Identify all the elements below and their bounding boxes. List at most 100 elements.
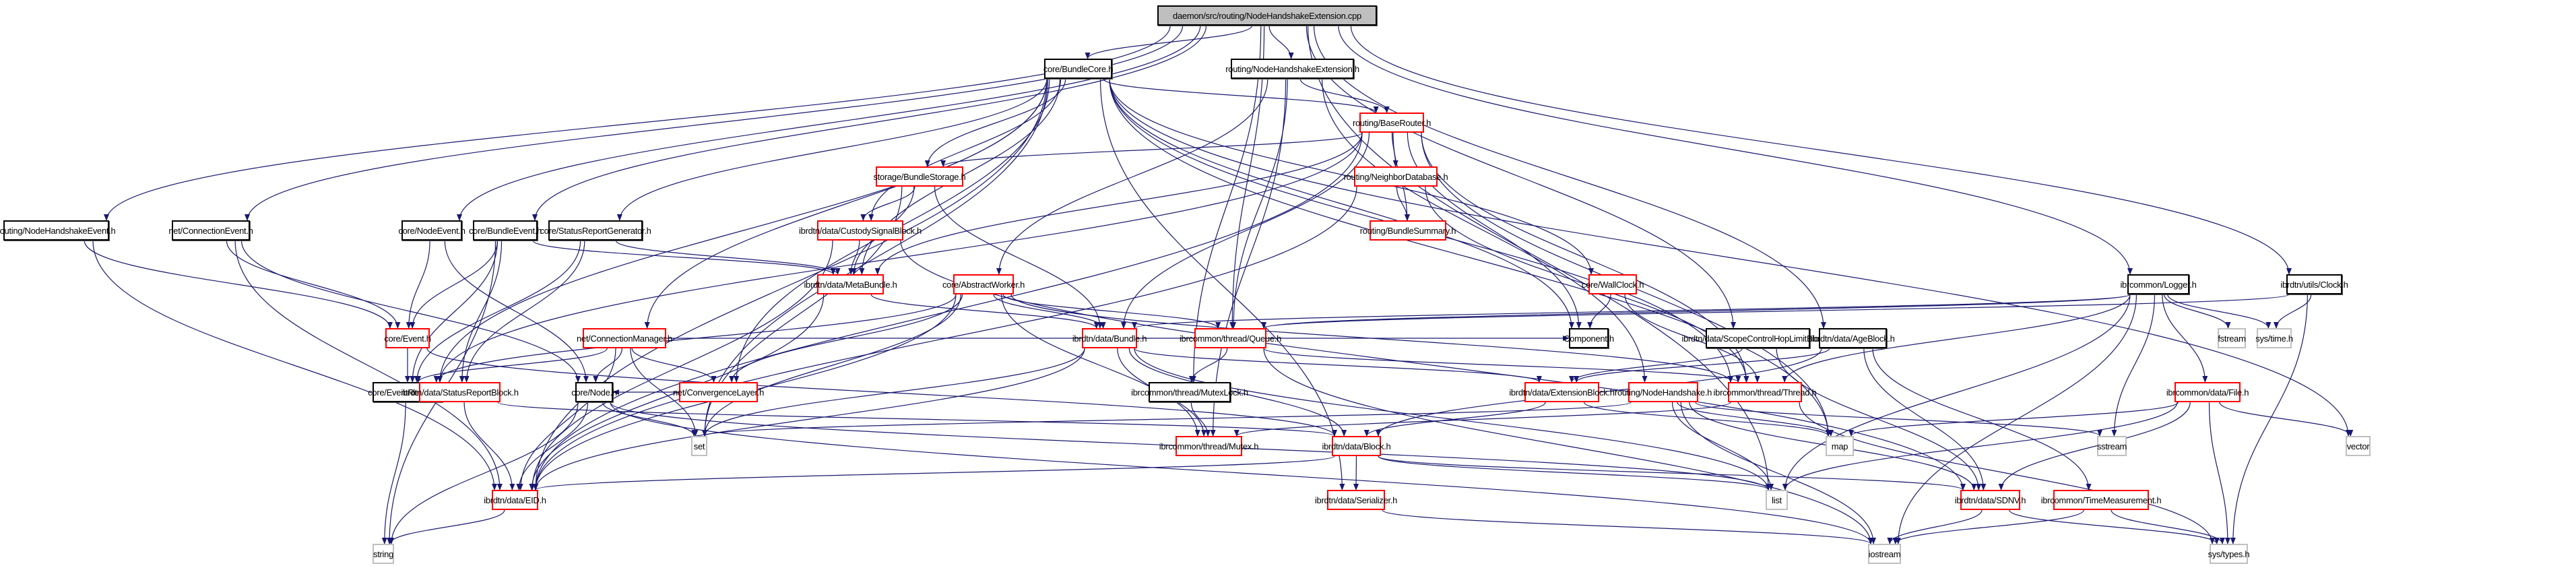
node-metabundle[interactable]: ibrdtn/data/MetaBundle.h	[804, 274, 897, 294]
node-bundlesummary[interactable]: routing/BundleSummary.h	[1360, 220, 1456, 241]
node-eid[interactable]: ibrdtn/data/EID.h	[484, 490, 546, 510]
edge-nhext-to-baserouter	[1299, 78, 1390, 113]
node-label: routing/NodeHandshakeExtension.h	[1225, 63, 1359, 74]
node-serializer[interactable]: ibrdtn/data/Serializer.h	[1315, 490, 1397, 510]
node-sdnv[interactable]: ibrdtn/data/SDNV.h	[1955, 490, 2026, 510]
edge-abstractworker-to-set	[702, 294, 961, 437]
node-map: map	[1826, 436, 1854, 456]
edge-nodeevent-to-node	[444, 240, 589, 383]
node-ageblock[interactable]: ibrdtn/data/AgeBlock.h	[1811, 328, 1895, 348]
edge-mutexlock-to-mutex	[1190, 402, 1211, 437]
node-label: ibrcommon/data/File.h	[2166, 387, 2249, 398]
edge-bundlecore-to-bundlestorage	[924, 78, 1066, 167]
edge-connmgr-to-eid	[517, 348, 616, 491]
edge-bundle-to-extblock	[1134, 348, 1542, 383]
node-root[interactable]: daemon/src/routing/NodeHandshakeExtensio…	[1157, 5, 1377, 26]
edge-bundleevent-to-statusreport	[459, 240, 503, 383]
edge-bundle-to-block	[1128, 348, 1347, 437]
node-bundleevent[interactable]: core/BundleEvent.h	[469, 220, 542, 241]
node-mutexlock[interactable]: ibrcommon/thread/MutexLock.h	[1131, 382, 1248, 402]
edge-node-to-set	[602, 402, 697, 437]
edge-metabundle-to-bundle	[870, 294, 1099, 329]
node-bundlecore[interactable]: core/BundleCore.h	[1043, 59, 1113, 79]
node-string: string	[373, 544, 394, 564]
edge-nodehandshake-to-map	[1677, 402, 1834, 437]
node-mutex[interactable]: ibrcommon/thread/Mutex.h	[1159, 436, 1259, 456]
edge-root-to-ageblock	[1313, 25, 1826, 329]
edge-file-to-list	[1782, 402, 2178, 491]
node-convlayer[interactable]: net/ConvergenceLayer.h	[673, 382, 764, 402]
node-label: ibrdtn/data/AgeBlock.h	[1811, 333, 1895, 344]
node-queue[interactable]: ibrcommon/thread/Queue.h	[1180, 328, 1281, 348]
node-clock[interactable]: ibrdtn/utils/Clock.h	[2280, 274, 2348, 294]
edge-clock-to-queue	[1261, 294, 2290, 329]
node-event[interactable]: core/Event.h	[384, 328, 431, 348]
edge-bundle-to-set	[702, 348, 1085, 437]
edge-baserouter-to-metabundle	[874, 132, 1363, 275]
node-statusreport[interactable]: ibrdtn/data/StatusReportBlock.h	[401, 382, 519, 402]
edge-nhevent-to-eid	[92, 240, 497, 491]
edge-baserouter-to-component	[1407, 132, 1582, 329]
node-label: ibrcommon/TimeMeasurement.h	[2040, 495, 2162, 505]
edge-node-to-string	[389, 402, 579, 544]
node-nhevent[interactable]: routing/NodeHandshakeEvent.h	[0, 220, 116, 241]
node-block[interactable]: ibrdtn/data/Block.h	[1322, 436, 1391, 456]
node-label: ibrdtn/data/Bundle.h	[1072, 333, 1147, 344]
edge-wallclock-to-component	[1587, 294, 1611, 329]
node-label: set	[693, 441, 705, 451]
node-extblock[interactable]: ibrdtn/data/ExtensionBlock.h	[1509, 382, 1615, 402]
edge-nodeevent-to-event	[406, 240, 430, 329]
node-label: ibrdtn/data/StatusReportBlock.h	[401, 387, 519, 398]
edge-nodehandshake-to-sstream	[1695, 402, 2102, 437]
node-label: storage/BundleStorage.h	[873, 171, 966, 182]
edge-logger-to-systime	[2167, 294, 2272, 329]
node-label: core/StatusReportGenerator.h	[540, 225, 651, 236]
node-baserouter[interactable]: routing/BaseRouter.h	[1353, 113, 1431, 133]
node-bundlestorage[interactable]: storage/BundleStorage.h	[873, 166, 966, 187]
edge-bundlecore-to-baserouter	[1103, 78, 1379, 113]
node-wallclock[interactable]: core/WallClock.h	[1582, 274, 1644, 294]
node-file[interactable]: ibrcommon/data/File.h	[2166, 382, 2249, 402]
edge-connevent-to-node	[240, 240, 581, 383]
edge-extblock-to-map	[1583, 402, 1831, 437]
node-label: sstream	[2096, 441, 2127, 451]
node-label: sys/time.h	[2255, 333, 2293, 344]
edge-bundlecore-to-custodysignal	[868, 78, 1062, 221]
node-label: sys/types.h	[2208, 548, 2250, 559]
node-abstractworker[interactable]: core/AbstractWorker.h	[942, 274, 1025, 294]
node-nodehandshake[interactable]: routing/NodeHandshake.h	[1615, 382, 1712, 402]
node-scopehop[interactable]: ibrdtn/data/ScopeControlHopLimitBlock.h	[1681, 328, 1834, 348]
edge-custodysignal-to-metabundle	[848, 240, 860, 275]
node-nodeevent[interactable]: core/NodeEvent.h	[398, 220, 465, 241]
node-label: routing/NodeHandshakeEvent.h	[0, 225, 116, 236]
node-neighbordb[interactable]: routing/NeighborDatabase.h	[1344, 166, 1448, 187]
edge-layer	[84, 25, 2354, 544]
node-label: ibrdtn/data/EID.h	[484, 495, 546, 505]
node-timemeas[interactable]: ibrcommon/TimeMeasurement.h	[2041, 490, 2162, 510]
node-logger[interactable]: ibrcommon/Logger.h	[2120, 274, 2197, 294]
node-thread[interactable]: ibrcommon/thread/Thread.h	[1714, 382, 1817, 402]
edge-bundleevent-to-eventreceiver	[410, 240, 498, 383]
node-custodysignal[interactable]: ibrdtn/data/CustodySignalBlock.h	[799, 220, 922, 241]
node-label: net/ConvergenceLayer.h	[672, 387, 765, 398]
node-label: routing/BaseRouter.h	[1352, 117, 1431, 128]
edge-root-to-nodeevent	[457, 25, 1201, 221]
node-label: list	[1772, 495, 1782, 505]
node-bundle[interactable]: ibrdtn/data/Bundle.h	[1072, 328, 1147, 348]
node-connevent[interactable]: net/ConnectionEvent.h	[168, 220, 253, 241]
edge-logger-to-file	[2162, 294, 2208, 383]
edge-wallclock-to-thread	[1624, 294, 1760, 383]
node-label: string	[373, 548, 393, 559]
edge-statusgen-to-eventreceiver	[414, 240, 581, 383]
node-statusgen[interactable]: core/StatusReportGenerator.h	[540, 220, 651, 241]
node-node[interactable]: core/Node.h	[571, 382, 617, 402]
edge-bundlestorage-to-bundle	[934, 186, 1103, 329]
edge-root-to-scopehop	[1306, 25, 1737, 329]
node-connmgr[interactable]: net/ConnectionManager.h	[577, 328, 672, 348]
edge-abstractworker-to-queue	[1002, 294, 1221, 329]
node-nhext[interactable]: routing/NodeHandshakeExtension.h	[1225, 59, 1359, 79]
edge-bundlecore-to-set	[702, 78, 1049, 437]
node-label: daemon/src/routing/NodeHandshakeExtensio…	[1173, 10, 1361, 21]
node-component[interactable]: Component.h	[1564, 328, 1614, 348]
edge-sdnv-to-systypes	[2009, 509, 2220, 544]
